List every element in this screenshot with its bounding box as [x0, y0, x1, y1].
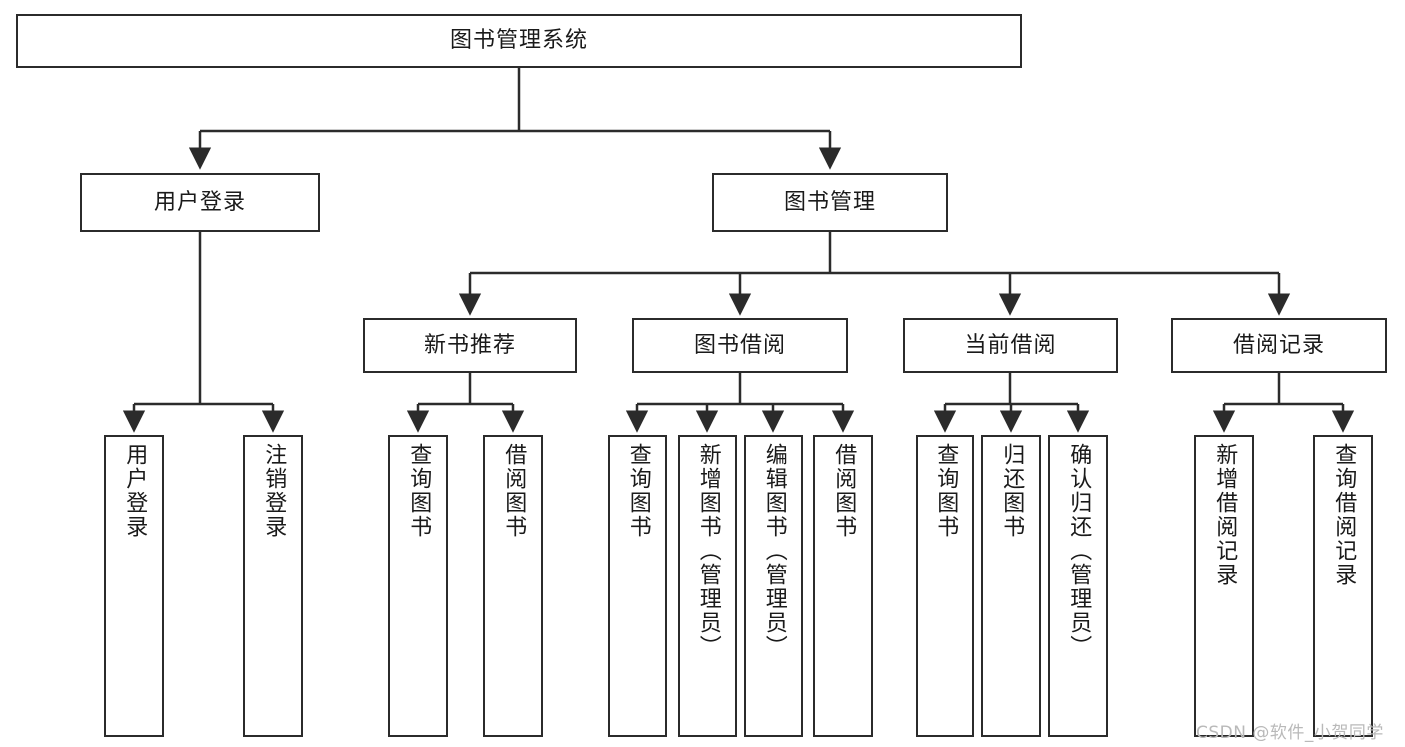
csdn-watermark: CSDN @软件_小贺同学	[1196, 723, 1384, 743]
node-label: 编辑图书（管理员）	[761, 443, 787, 659]
node-label: 查询图书	[406, 443, 432, 539]
node-new-book-recommend[interactable]: 新书推荐	[363, 318, 577, 373]
node-label: 借阅图书	[501, 443, 527, 539]
node-label: 借阅记录	[1232, 332, 1325, 358]
node-label: 查询图书	[625, 443, 651, 539]
node-book-borrow[interactable]: 图书借阅	[632, 318, 848, 373]
node-label: 归还图书	[999, 443, 1025, 539]
node-current-borrow[interactable]: 当前借阅	[903, 318, 1118, 373]
node-label: 新增借阅记录	[1212, 443, 1238, 587]
node-label: 用户登录	[122, 443, 148, 539]
leaf-borrow-book-recommend[interactable]: 借阅图书	[483, 435, 543, 737]
leaf-query-borrow-record[interactable]: 查询借阅记录	[1313, 435, 1373, 737]
leaf-query-book-borrow[interactable]: 查询图书	[608, 435, 667, 737]
leaf-edit-book-admin[interactable]: 编辑图书（管理员）	[744, 435, 803, 737]
leaf-return-book[interactable]: 归还图书	[981, 435, 1041, 737]
node-label: 查询借阅记录	[1331, 443, 1357, 587]
node-root-book-management-system[interactable]: 图书管理系统	[16, 14, 1022, 68]
node-label: 注销登录	[261, 443, 287, 539]
leaf-query-book-recommend[interactable]: 查询图书	[388, 435, 448, 737]
leaf-add-borrow-record[interactable]: 新增借阅记录	[1194, 435, 1254, 737]
node-label: 新增图书（管理员）	[695, 443, 721, 659]
node-label: 借阅图书	[831, 443, 857, 539]
leaf-logout[interactable]: 注销登录	[243, 435, 303, 737]
leaf-query-book-current[interactable]: 查询图书	[916, 435, 974, 737]
node-label: 用户登录	[153, 189, 246, 215]
node-user-login[interactable]: 用户登录	[80, 173, 320, 232]
node-label: 图书管理系统	[449, 28, 588, 54]
node-label: 当前借阅	[964, 332, 1057, 358]
node-book-management[interactable]: 图书管理	[712, 173, 948, 232]
leaf-user-login[interactable]: 用户登录	[104, 435, 164, 737]
node-label: 查询图书	[933, 443, 959, 539]
node-borrow-record[interactable]: 借阅记录	[1171, 318, 1387, 373]
node-label: 图书管理	[783, 189, 876, 215]
node-label: 新书推荐	[423, 332, 516, 358]
node-label: 确认归还（管理员）	[1066, 443, 1092, 659]
leaf-confirm-return-admin[interactable]: 确认归还（管理员）	[1048, 435, 1108, 737]
leaf-borrow-book[interactable]: 借阅图书	[813, 435, 873, 737]
leaf-add-book-admin[interactable]: 新增图书（管理员）	[678, 435, 737, 737]
node-label: 图书借阅	[693, 332, 786, 358]
